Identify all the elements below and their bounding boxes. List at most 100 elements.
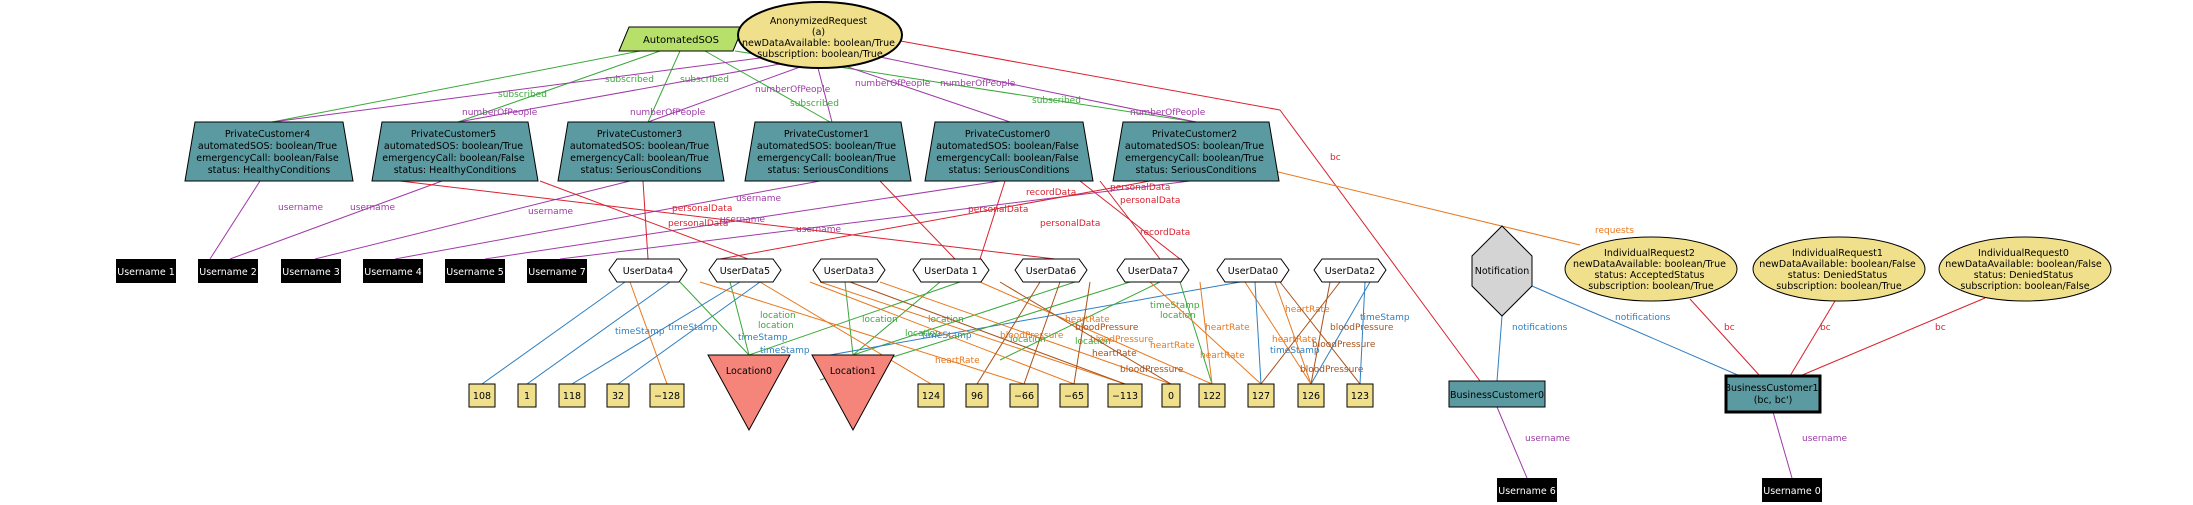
private-customer-3-node[interactable]: PrivateCustomer3 automatedSOS: boolean/T… — [557, 121, 725, 182]
edge-label-bloodPressure-55: bloodPressure — [1075, 323, 1139, 333]
userdata-0-node[interactable]: UserData0 — [1216, 258, 1290, 283]
svg-text:IndividualRequest2 new: IndividualRequest2 newDataAvailable: boo… — [1573, 248, 1729, 292]
private-customer-1-node[interactable]: PrivateCustomer1 automatedSOS: boolean/T… — [744, 121, 912, 182]
value-126-node[interactable]: 126 — [1297, 383, 1325, 408]
edge-label-timeStamp-45: timeStamp — [922, 331, 972, 341]
value-minus-128-node[interactable]: −128 — [649, 383, 685, 408]
value-minus-65-node[interactable]: −65 — [1059, 383, 1089, 408]
value-123-node[interactable]: 123 — [1346, 383, 1374, 408]
private-customer-4-node[interactable]: PrivateCustomer4 automatedSOS: boolean/T… — [184, 121, 354, 182]
location-0-node[interactable]: Location0 — [707, 354, 791, 432]
private-customer-0-node[interactable]: PrivateCustomer0 automatedSOS: boolean/F… — [924, 121, 1094, 182]
edge-label-subscribed-0: subscribed — [498, 90, 547, 100]
userdata-5-node[interactable]: UserData5 — [708, 258, 782, 283]
edge-label-bloodPressure-65: bloodPressure — [1300, 365, 1364, 375]
edge-label-location-39: location — [760, 311, 796, 321]
edge-link-69 — [699, 281, 1025, 385]
edge-label-subscribed-3: subscribed — [790, 99, 839, 109]
edge-personalData-22 — [399, 180, 1056, 260]
anonymized-request-attr-2: subscription: boolean/True — [757, 49, 883, 60]
username-2-node[interactable]: Username 2 — [198, 259, 258, 283]
edge-link-11 — [894, 39, 1281, 111]
username-1-node[interactable]: Username 1 — [116, 259, 176, 283]
userdata-1-node[interactable]: UserData 1 — [912, 258, 990, 283]
anonymized-request-node[interactable]: AnonymizedRequest (a) newDataAvailable: … — [737, 1, 903, 69]
edge-label-username-16: username — [796, 225, 841, 235]
private-customer-2-attr-3: status: SeriousConditions — [1136, 165, 1257, 176]
username-7-node[interactable]: Username 7 — [527, 259, 587, 283]
username-0-node[interactable]: Username 0 — [1762, 478, 1822, 502]
private-customer-5-node[interactable]: PrivateCustomer5 automatedSOS: boolean/T… — [371, 121, 539, 182]
username-5-node[interactable]: Username 5 — [445, 259, 505, 283]
private-customer-0-attr-1: automatedSOS: boolean/False — [936, 141, 1079, 152]
edge-label-bloodPressure-54: bloodPressure — [1120, 365, 1184, 375]
edge-numberOfPeople-5 — [271, 57, 761, 123]
edge-label-subscribed-1: subscribed — [605, 75, 654, 85]
individual-request-2-node[interactable]: IndividualRequest2 newDataAvailable: boo… — [1564, 236, 1738, 302]
edge-label-personalData-19: personalData — [672, 204, 732, 214]
edge-personalData-24 — [719, 180, 1151, 260]
userdata-2-node[interactable]: UserData2 — [1313, 258, 1387, 283]
individual-request-1-attr-1: newDataAvailable: boolean/False — [1759, 259, 1916, 270]
edge-label-timeStamp-47: timeStamp — [1150, 301, 1200, 311]
edge-bloodPressure-54 — [999, 281, 1172, 385]
value-32-node[interactable]: 32 — [606, 383, 630, 408]
individual-request-0-attr-1: newDataAvailable: boolean/False — [1945, 259, 2102, 270]
business-customer-0-label: BusinessCustomer0 — [1450, 390, 1544, 401]
edge-label-notifications-29: notifications — [1615, 313, 1671, 323]
value-1-node[interactable]: 1 — [517, 383, 537, 408]
svg-text:PrivateCustomer4 autom: PrivateCustomer4 automatedSOS: boolean/T… — [196, 129, 341, 176]
edge-label-timeStamp-38: timeStamp — [760, 346, 810, 356]
edge-label-username-33: username — [1525, 434, 1570, 444]
username-4-node[interactable]: Username 4 — [363, 259, 423, 283]
private-customer-4-attr-3: status: HealthyConditions — [208, 165, 331, 176]
private-customer-5-attr-3: status: HealthyConditions — [394, 165, 517, 176]
edge-label-location-48: location — [1160, 311, 1196, 321]
username-6-node[interactable]: Username 6 — [1497, 478, 1557, 502]
value-124-node[interactable]: 124 — [917, 383, 945, 408]
edge-label-heartRate-59: heartRate — [1200, 351, 1245, 361]
value-0-node[interactable]: 0 — [1161, 383, 1181, 408]
private-customer-2-node[interactable]: PrivateCustomer2 automatedSOS: boolean/T… — [1112, 121, 1280, 182]
edge-username-34 — [1772, 411, 1793, 479]
value-minus-66-node[interactable]: −66 — [1009, 383, 1039, 408]
value-96-label: 96 — [971, 391, 983, 402]
individual-request-1-node[interactable]: IndividualRequest1 newDataAvailable: boo… — [1752, 236, 1926, 302]
private-customer-0-title: PrivateCustomer0 — [965, 129, 1050, 140]
value-32-label: 32 — [612, 391, 624, 402]
private-customer-2-attr-1: automatedSOS: boolean/True — [1125, 141, 1264, 152]
edge-bc-30 — [1689, 298, 1761, 377]
private-customer-1-attr-2: emergencyCall: boolean/True — [757, 153, 896, 164]
edge-label-username-15: username — [528, 207, 573, 217]
value-96-node[interactable]: 96 — [965, 383, 989, 408]
edge-location-41 — [844, 281, 854, 356]
private-customer-0-attr-3: status: SeriousConditions — [949, 165, 1070, 176]
value-minus-113-node[interactable]: −113 — [1107, 383, 1143, 408]
value-minus-66-label: −66 — [1014, 391, 1034, 402]
userdata-6-node[interactable]: UserData6 — [1014, 258, 1088, 283]
edge-numberOfPeople-8 — [817, 67, 833, 123]
value-118-node[interactable]: 118 — [558, 383, 586, 408]
notification-node[interactable]: Notification — [1471, 225, 1533, 317]
edge-timeStamp-66 — [1359, 281, 1366, 385]
automated-sos-node[interactable]: AutomatedSOS — [618, 26, 744, 52]
value-108-node[interactable]: 108 — [468, 383, 496, 408]
edge-label-timeStamp-61: timeStamp — [1270, 346, 1320, 356]
userdata-7-node[interactable]: UserData7 — [1116, 258, 1190, 283]
anonymized-request-alias: (a) — [812, 27, 825, 38]
userdata-4-node[interactable]: UserData4 — [608, 258, 688, 283]
value-127-node[interactable]: 127 — [1247, 383, 1275, 408]
userdata-3-node[interactable]: UserData3 — [812, 258, 886, 283]
business-customer-0-node[interactable]: BusinessCustomer0 — [1448, 380, 1546, 408]
location-1-node[interactable]: Location1 — [811, 354, 895, 432]
individual-request-0-node[interactable]: IndividualRequest0 newDataAvailable: boo… — [1938, 236, 2112, 302]
edge-label-heartRate-49: heartRate — [935, 356, 980, 366]
userdata-6-label: UserData6 — [1026, 266, 1076, 277]
username-3-node[interactable]: Username 3 — [281, 259, 341, 283]
business-customer-1-node[interactable]: BusinessCustomer1 (bc, bc') — [1724, 374, 1822, 414]
edge-label-bloodPressure-64: bloodPressure — [1312, 340, 1376, 350]
value-122-node[interactable]: 122 — [1198, 383, 1226, 408]
edge-timeStamp-36 — [526, 281, 671, 385]
edge-numberOfPeople-7 — [647, 66, 801, 123]
anonymized-request-title: AnonymizedRequest — [770, 16, 868, 27]
